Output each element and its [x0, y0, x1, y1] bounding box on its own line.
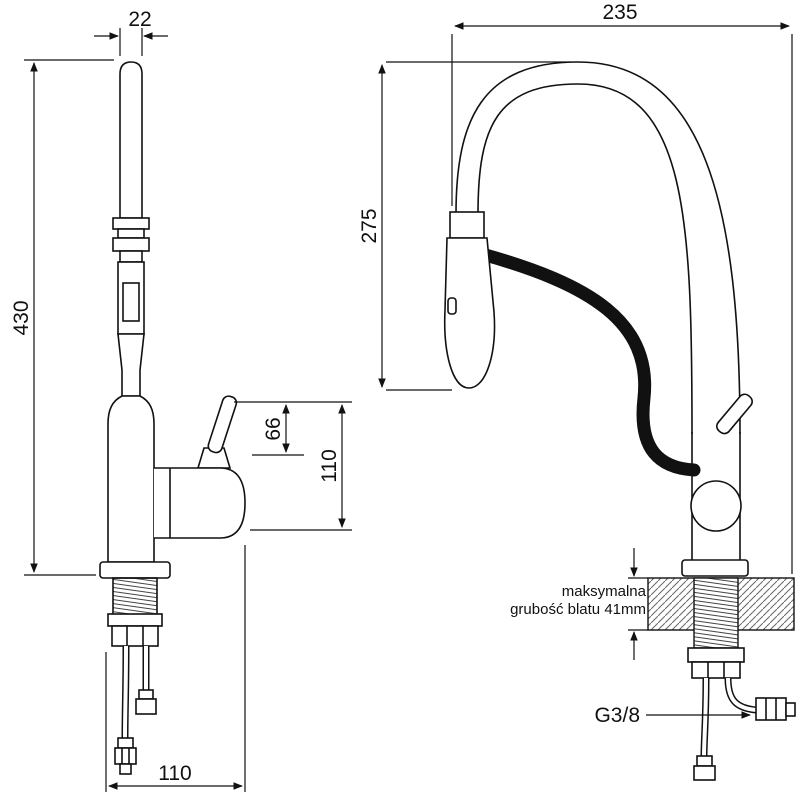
dim-label-spout-height: 110 [318, 449, 341, 482]
dim-label-top-width: 22 [128, 8, 151, 31]
dim-label-right-height: 275 [358, 208, 381, 243]
countertop-slab [628, 577, 795, 679]
countertop-note-line1: maksymalna [562, 583, 647, 600]
flexible-hose [475, 247, 701, 477]
left-view-faucet-body [99, 61, 246, 647]
dim-label-right-reach: 235 [602, 1, 637, 24]
right-view-supply-hoses [693, 677, 796, 781]
thread-size-label: G3/8 [594, 704, 640, 727]
dim-label-spout-reach: 110 [158, 762, 191, 785]
left-view-supply-hoses [114, 645, 157, 775]
right-view-faucet-body [455, 61, 741, 435]
dimension-lines [24, 22, 793, 792]
countertop-note-line2: grubość blatu 41mm [510, 601, 646, 618]
dim-label-handle-height: 66 [262, 417, 285, 440]
right-view-column-and-head [443, 211, 753, 577]
dim-label-total-height: 430 [10, 300, 33, 335]
